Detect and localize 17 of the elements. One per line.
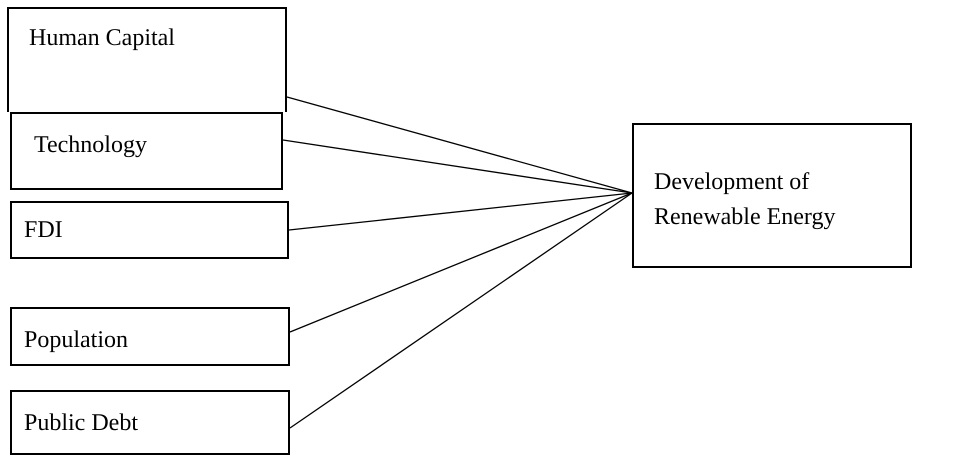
connector-line (282, 139, 632, 194)
variable-box (10, 112, 283, 190)
variable-box (10, 201, 289, 259)
connector-line (290, 192, 632, 333)
box-label: Human Capital (29, 24, 176, 53)
connector-line (290, 192, 632, 429)
box-label: Technology (34, 131, 148, 160)
variable-box (632, 123, 912, 268)
variable-box (10, 390, 290, 455)
box-label: Population (24, 326, 130, 355)
variable-box (7, 7, 287, 112)
box-label: Public Debt (24, 409, 139, 438)
variable-box (10, 307, 290, 366)
connector-line (288, 192, 632, 231)
connector-line (286, 96, 632, 194)
box-label: FDI (24, 216, 64, 245)
box-label: Development of Renewable Energy (654, 168, 836, 232)
